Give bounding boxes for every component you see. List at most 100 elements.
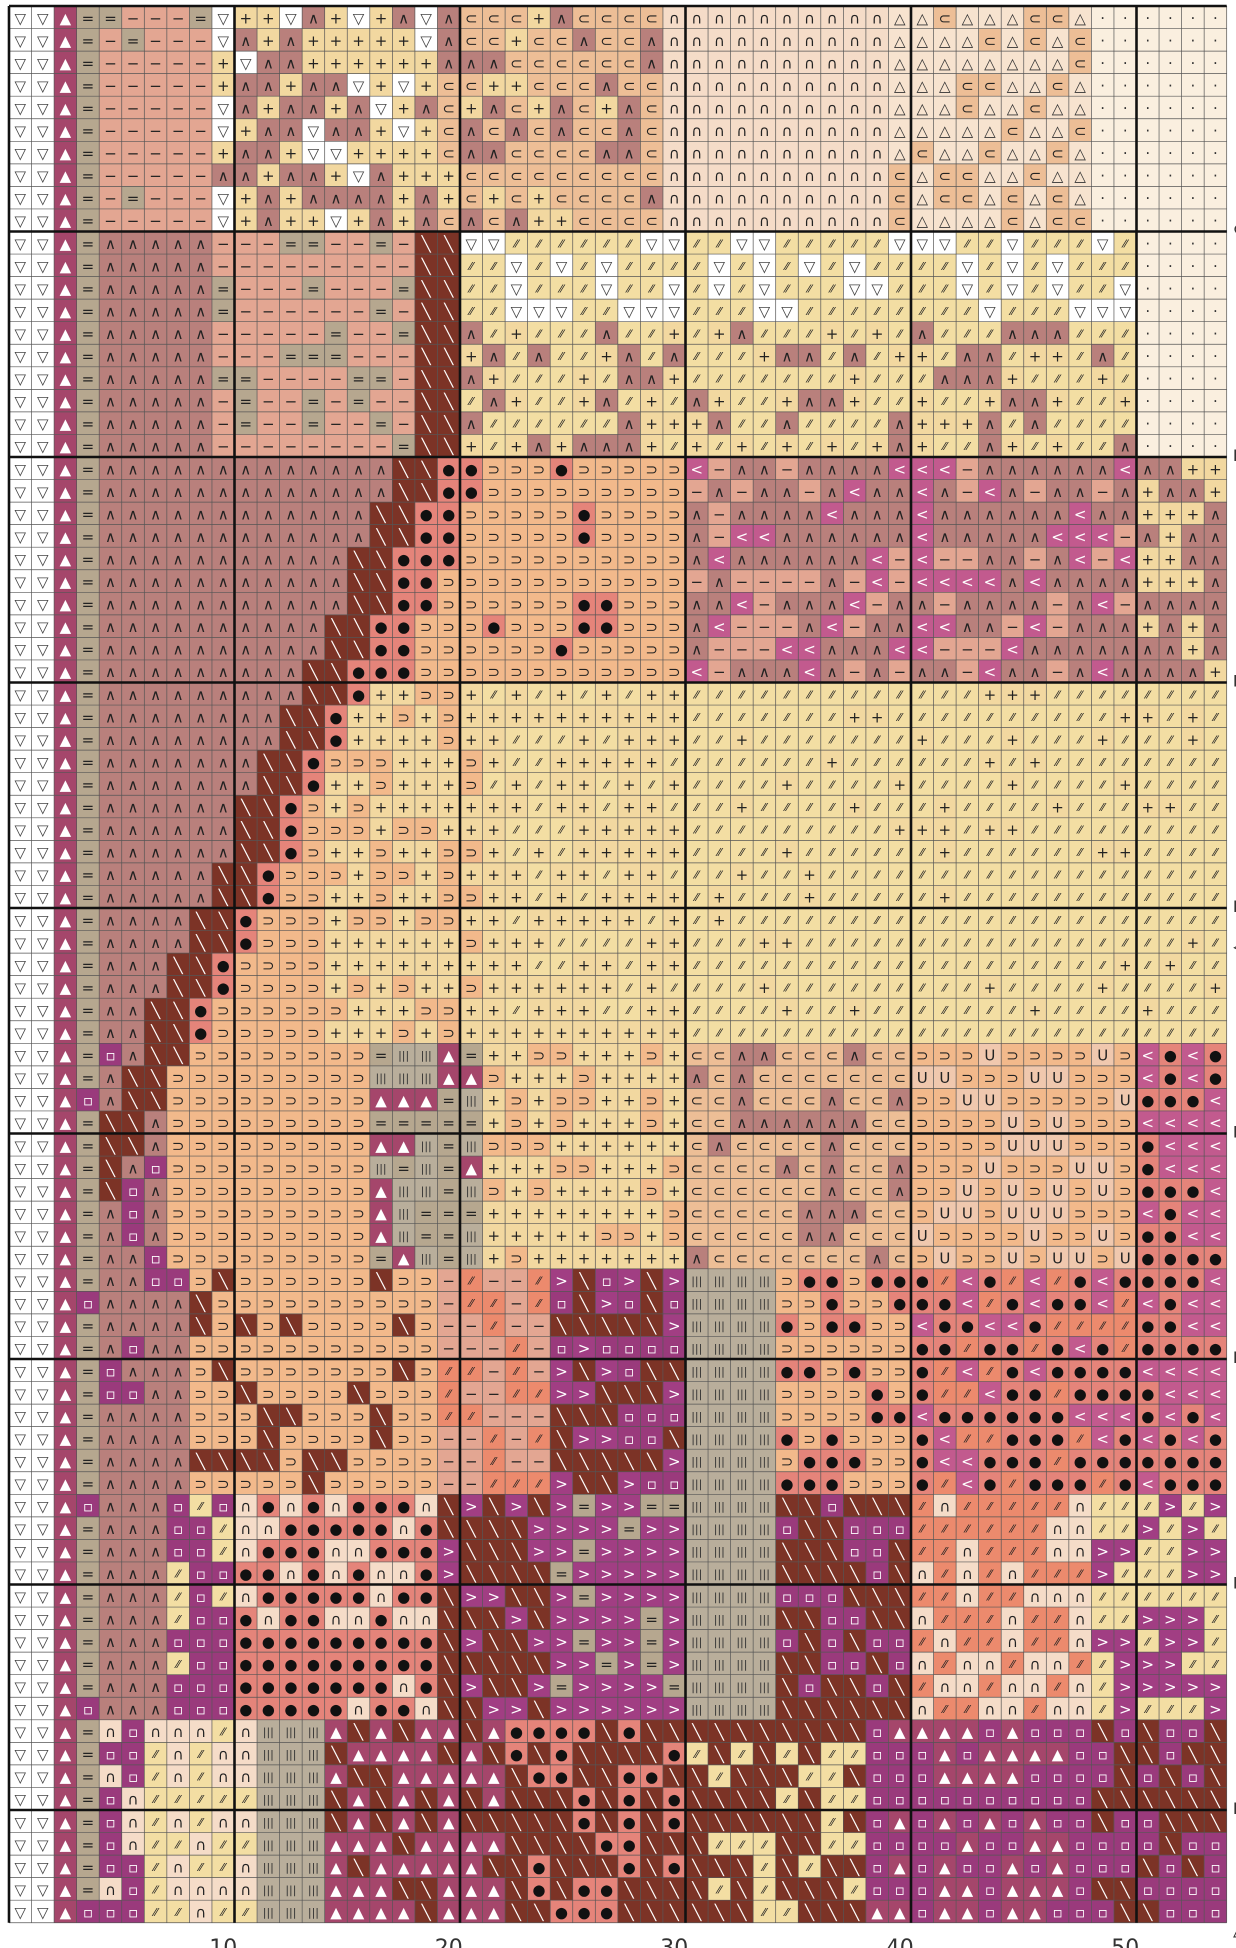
stitch-cell-backslash bbox=[167, 953, 190, 976]
stitch-cell-caret bbox=[144, 434, 167, 457]
stitch-cell-hatch bbox=[866, 232, 889, 255]
stitch-cell-hatch bbox=[843, 232, 866, 255]
stitch-cell-caret bbox=[708, 412, 731, 435]
stitch-cell-hatch bbox=[934, 728, 957, 751]
stitch-cell-hatch bbox=[956, 953, 979, 976]
stitch-cell-plus bbox=[573, 705, 596, 728]
stitch-cell-caret bbox=[1114, 570, 1137, 593]
stitch-cell-backslash bbox=[257, 773, 280, 796]
stitch-cell-caret bbox=[798, 592, 821, 615]
stitch-cell-hatch bbox=[1001, 750, 1024, 773]
stitch-cell-caret bbox=[888, 592, 911, 615]
stitch-cell-hatch bbox=[934, 908, 957, 931]
stitch-cell-cup_left bbox=[302, 1021, 325, 1044]
stitch-cell-cup_right bbox=[595, 29, 618, 52]
stitch-cell-dot_big bbox=[550, 637, 573, 660]
stitch-cell-caret bbox=[979, 525, 1002, 548]
stitch-cell-tri_up_white bbox=[54, 840, 77, 863]
stitch-cell-hatch bbox=[753, 818, 776, 841]
stitch-cell-dot_small bbox=[1137, 119, 1160, 142]
stitch-cell-hatch bbox=[821, 885, 844, 908]
stitch-cell-tri_down bbox=[9, 457, 32, 480]
stitch-cell-caret bbox=[1114, 660, 1137, 683]
stitch-cell-cup_left bbox=[235, 1021, 258, 1044]
stitch-cell-cup_right bbox=[573, 186, 596, 209]
stitch-cell-plus bbox=[212, 141, 235, 164]
stitch-cell-plus bbox=[460, 705, 483, 728]
stitch-cell-tri_up_white bbox=[54, 637, 77, 660]
stitch-cell-hatch bbox=[776, 1021, 799, 1044]
stitch-cell-caret bbox=[325, 592, 348, 615]
stitch-cell-caret bbox=[257, 570, 280, 593]
stitch-cell-hatch bbox=[686, 705, 709, 728]
stitch-cell-caret bbox=[99, 795, 122, 818]
stitch-cell-plus bbox=[325, 931, 348, 954]
stitch-cell-hatch bbox=[731, 254, 754, 277]
stitch-cell-hatch bbox=[1091, 795, 1114, 818]
stitch-cell-tri_down bbox=[9, 525, 32, 548]
stitch-cell-tri_down bbox=[9, 840, 32, 863]
stitch-cell-caret bbox=[122, 502, 145, 525]
stitch-cell-plus bbox=[1137, 547, 1160, 570]
stitch-cell-backslash bbox=[370, 570, 393, 593]
stitch-cell-caret bbox=[122, 592, 145, 615]
stitch-cell-caret bbox=[144, 299, 167, 322]
stitch-cell-caret bbox=[347, 525, 370, 548]
stitch-cell-plus bbox=[979, 976, 1002, 999]
stitch-cell-hatch bbox=[686, 254, 709, 277]
stitch-cell-tri_down bbox=[753, 277, 776, 300]
stitch-cell-equals bbox=[325, 344, 348, 367]
stitch-cell-caret bbox=[888, 412, 911, 435]
stitch-cell-hatch bbox=[1046, 367, 1069, 390]
stitch-cell-hatch bbox=[1001, 953, 1024, 976]
stitch-cell-caret bbox=[302, 502, 325, 525]
stitch-cell-equals bbox=[77, 1043, 100, 1066]
stitch-cell-hatch bbox=[1114, 818, 1137, 841]
stitch-cell-plus bbox=[640, 840, 663, 863]
stitch-cell-dash bbox=[392, 232, 415, 255]
stitch-cell-dot_big bbox=[392, 547, 415, 570]
stitch-cell-hatch bbox=[843, 908, 866, 931]
stitch-cell-dash bbox=[370, 277, 393, 300]
stitch-cell-hatch bbox=[866, 998, 889, 1021]
stitch-cell-plus bbox=[483, 998, 506, 1021]
stitch-cell-cap bbox=[753, 141, 776, 164]
stitch-cell-caret bbox=[1069, 570, 1092, 593]
stitch-cell-dot_big bbox=[347, 660, 370, 683]
stitch-cell-hatch bbox=[776, 863, 799, 886]
stitch-cell-caret bbox=[595, 389, 618, 412]
stitch-cell-hatch bbox=[1182, 840, 1205, 863]
stitch-cell-hatch bbox=[1114, 344, 1137, 367]
stitch-cell-hatch bbox=[866, 885, 889, 908]
stitch-cell-tri_hollow bbox=[934, 209, 957, 232]
stitch-cell-caret bbox=[189, 773, 212, 796]
stitch-cell-caret bbox=[1137, 525, 1160, 548]
stitch-cell-caret bbox=[144, 750, 167, 773]
stitch-cell-dash bbox=[257, 299, 280, 322]
stitch-cell-caret bbox=[122, 457, 145, 480]
stitch-cell-hatch bbox=[1046, 908, 1069, 931]
stitch-cell-dash bbox=[189, 96, 212, 119]
stitch-cell-caret bbox=[776, 480, 799, 503]
stitch-cell-cup_right bbox=[888, 209, 911, 232]
stitch-cell-cup_left bbox=[392, 863, 415, 886]
stitch-cell-caret bbox=[1114, 502, 1137, 525]
stitch-cell-dash bbox=[212, 254, 235, 277]
stitch-cell-caret bbox=[1159, 637, 1182, 660]
stitch-cell-plus bbox=[325, 1021, 348, 1044]
stitch-cell-hatch bbox=[505, 344, 528, 367]
stitch-cell-dot_small bbox=[1137, 164, 1160, 187]
stitch-cell-plus bbox=[843, 367, 866, 390]
stitch-cell-cup_left bbox=[280, 998, 303, 1021]
stitch-cell-dash bbox=[167, 164, 190, 187]
stitch-cell-backslash bbox=[257, 750, 280, 773]
stitch-cell-dot_big bbox=[257, 863, 280, 886]
stitch-cell-hatch bbox=[1159, 705, 1182, 728]
stitch-cell-caret bbox=[99, 322, 122, 345]
stitch-cell-dot_big bbox=[392, 615, 415, 638]
stitch-cell-dot_small bbox=[1182, 367, 1205, 390]
stitch-cell-hatch bbox=[595, 773, 618, 796]
stitch-cell-hatch bbox=[843, 931, 866, 954]
stitch-cell-dash bbox=[731, 615, 754, 638]
stitch-cell-caret bbox=[798, 344, 821, 367]
